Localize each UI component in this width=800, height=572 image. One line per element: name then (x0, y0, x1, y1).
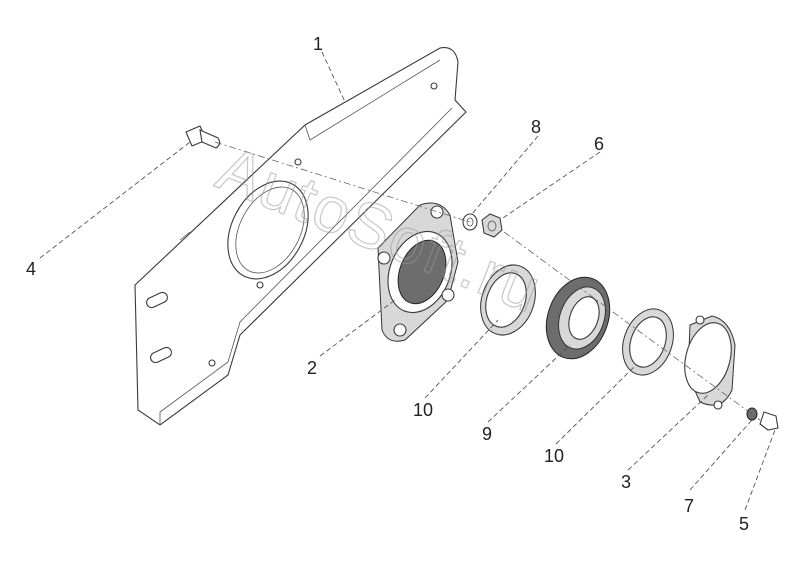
callout-7: 7 (684, 496, 694, 516)
washer-7 (746, 407, 758, 421)
callout-1: 1 (313, 34, 323, 54)
bolt-5 (759, 411, 779, 431)
callout-10-first: 10 (413, 400, 433, 420)
callout-4: 4 (26, 259, 36, 279)
nut-6 (481, 213, 503, 238)
seal-10-second (622, 308, 674, 376)
bearing-housing (377, 202, 459, 342)
washer-8 (462, 213, 478, 231)
callout-6: 6 (594, 134, 604, 154)
bolt-left (185, 125, 221, 149)
callout-9: 9 (482, 424, 492, 444)
callout-8: 8 (531, 117, 541, 137)
bearing-9 (545, 276, 611, 360)
seal-10-first (480, 264, 536, 336)
callout-labels: 1 2 3 4 5 6 7 8 9 10 10 (26, 34, 749, 534)
callout-5: 5 (739, 514, 749, 534)
leader-lines (39, 51, 776, 511)
callout-2: 2 (307, 358, 317, 378)
callout-10-second: 10 (544, 446, 564, 466)
callout-3: 3 (621, 472, 631, 492)
cover-3 (684, 315, 736, 410)
mounting-plate (134, 47, 467, 426)
